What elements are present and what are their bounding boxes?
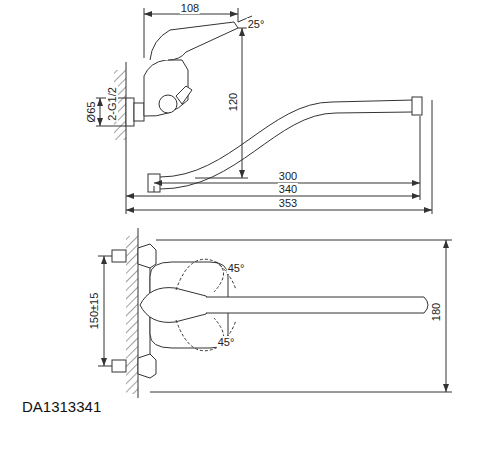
dimension-label: 180 [430,302,442,322]
dimension-label: 340 [278,183,298,195]
dimension-label: 150±15 [88,292,100,331]
diameter-label: Ø65 [85,101,97,124]
dimension-label: 353 [278,197,298,209]
angle-label: 25° [247,18,266,30]
angle-label: 45° [217,336,236,348]
dimension-label: 120 [227,92,239,112]
dimension-label: 108 [180,2,200,14]
thread-size-label: 2-G1/2 [106,86,118,122]
angle-label: 45° [227,262,246,274]
dimension-label: 300 [278,170,298,182]
model-number: DA1313341 [22,398,101,415]
